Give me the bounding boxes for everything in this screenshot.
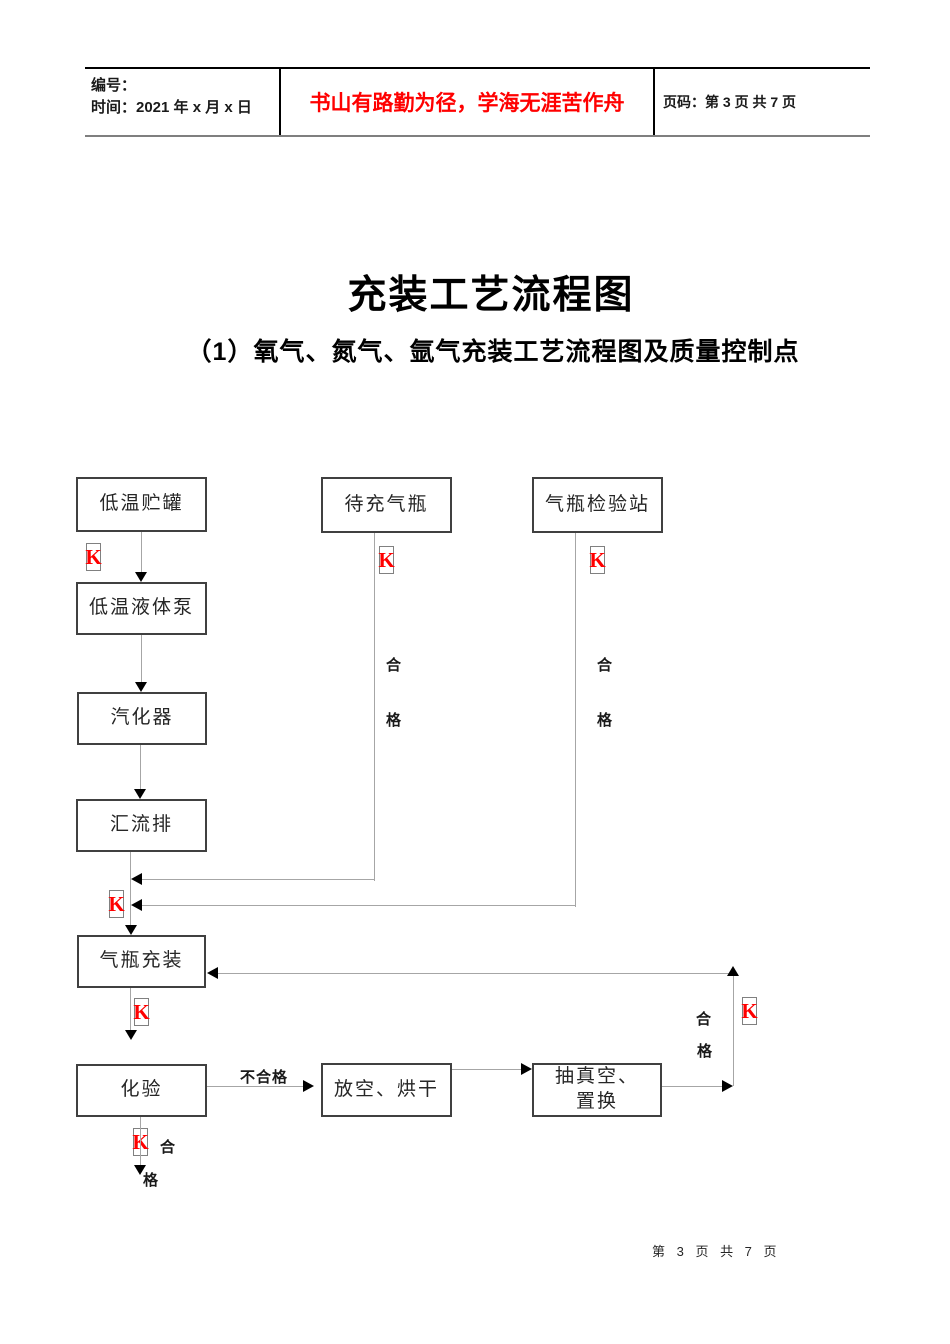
node-cryo-storage-tank: 低温贮罐 (76, 477, 207, 532)
node-manifold: 汇流排 (76, 799, 207, 852)
connector-line (733, 973, 734, 1086)
document-number-label: 编号： (91, 77, 137, 94)
quality-point-k-marker: K (85, 543, 102, 571)
footer-page-info: 第 3 页 共 7 页 (652, 1244, 781, 1259)
arrow-right-icon (722, 1080, 733, 1092)
arrow-down-icon (125, 925, 137, 935)
connector-line (130, 852, 131, 927)
label-pass-right-1: 合 (597, 657, 614, 674)
connector-line (207, 1086, 304, 1087)
header-page-cell: 页码：第 3 页 共 7 页 (655, 69, 870, 135)
node-evacuate-and-replace: 抽真空、置换 (532, 1063, 662, 1117)
label-pass-feedback-2: 格 (697, 1043, 714, 1060)
connector-line (662, 1086, 723, 1087)
arrow-down-icon (134, 789, 146, 799)
connector-line (141, 532, 142, 574)
connector-line (216, 973, 733, 974)
label-pass-lab-1: 合 (160, 1139, 177, 1156)
motto-text: 书山有路勤为径，学海无涯苦作舟 (309, 92, 625, 115)
node-cylinder-filling: 气瓶充装 (77, 935, 206, 988)
label-pass-feedback-1: 合 (696, 1011, 713, 1028)
node-label: 气瓶充装 (99, 950, 184, 972)
node-cylinder-inspection-station: 气瓶检验站 (532, 477, 663, 533)
k-letter: K (85, 544, 102, 569)
arrow-down-icon (135, 682, 147, 692)
connector-line (140, 745, 141, 791)
connector-line (140, 905, 575, 906)
k-letter: K (741, 998, 758, 1023)
quality-point-k-marker: K (589, 546, 606, 574)
header-number-time-cell: 编号： 时间：2021 年 x 月 x 日 (85, 69, 281, 135)
node-lab-analysis: 化验 (76, 1064, 207, 1117)
node-label: 气瓶检验站 (544, 493, 650, 515)
page-number-label: 页码：第 3 页 共 7 页 (663, 94, 797, 110)
connector-line (141, 635, 142, 684)
node-cryo-liquid-pump: 低温液体泵 (76, 582, 207, 635)
quality-point-k-marker: K (133, 998, 150, 1026)
k-letter: K (133, 999, 150, 1024)
arrow-down-icon (134, 1165, 146, 1175)
label-pass-right-2: 格 (597, 712, 614, 729)
header-table: 编号： 时间：2021 年 x 月 x 日 书山有路勤为径，学海无涯苦作舟 页码… (85, 67, 870, 137)
connector-line (130, 988, 131, 1032)
connector-line (140, 879, 374, 880)
arrow-left-icon (131, 873, 142, 885)
quality-point-k-marker: K (108, 890, 125, 918)
header-motto-cell: 书山有路勤为径，学海无涯苦作舟 (281, 69, 655, 135)
arrow-right-icon (303, 1080, 314, 1092)
arrow-right-icon (521, 1063, 532, 1075)
arrow-left-icon (131, 899, 142, 911)
connector-line (374, 533, 375, 881)
node-label: 汽化器 (110, 707, 174, 729)
node-vaporizer: 汽化器 (77, 692, 207, 745)
page-title: 充装工艺流程图 (347, 274, 635, 317)
node-vent-and-dry: 放空、烘干 (321, 1063, 452, 1117)
quality-point-k-marker: K (378, 546, 395, 574)
node-label: 放空、烘干 (333, 1078, 439, 1100)
page-subtitle: （1）氧气、氮气、氩气充装工艺流程图及质量控制点 (186, 338, 800, 366)
k-letter: K (589, 547, 606, 572)
label-pass-mid-2: 格 (386, 712, 403, 729)
node-cylinders-to-fill: 待充气瓶 (321, 477, 452, 533)
label-pass-lab-2: 格 (143, 1172, 160, 1189)
k-letter: K (378, 547, 395, 572)
node-label: 待充气瓶 (344, 493, 429, 515)
arrow-left-icon (207, 967, 218, 979)
arrow-down-icon (125, 1030, 137, 1040)
node-label: 低温液体泵 (88, 597, 194, 619)
node-label: 汇流排 (109, 814, 173, 836)
label-pass-mid-1: 合 (386, 657, 403, 674)
k-letter: K (108, 891, 125, 916)
node-label: 化验 (120, 1079, 163, 1101)
document-time-label: 时间：2021 年 x 月 x 日 (91, 98, 252, 116)
connector-line (140, 1117, 141, 1167)
connector-line (452, 1069, 522, 1070)
arrow-up-icon (727, 966, 739, 976)
arrow-down-icon (135, 572, 147, 582)
label-fail: 不合格 (240, 1069, 289, 1086)
node-label: 低温贮罐 (99, 493, 184, 515)
connector-line (575, 533, 576, 907)
node-label: 抽真空、置换 (554, 1066, 639, 1112)
quality-point-k-marker: K (741, 997, 758, 1025)
